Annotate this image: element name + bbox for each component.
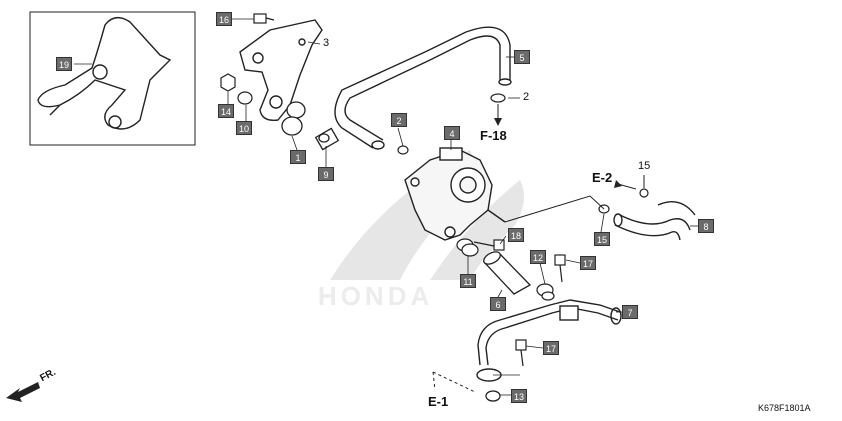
ref-e1: E-1 xyxy=(428,394,449,409)
callout-16: 16 xyxy=(216,12,233,26)
hose-5 xyxy=(334,26,512,150)
svg-text:HONDA: HONDA xyxy=(318,281,433,311)
collar-9 xyxy=(314,127,340,151)
callout-8: 8 xyxy=(698,219,714,233)
callout-1: 1 xyxy=(290,150,306,164)
number-2: 2 xyxy=(523,91,530,103)
inset-frame xyxy=(29,11,196,146)
callout-10: 10 xyxy=(236,121,253,135)
callout-12: 12 xyxy=(530,250,547,264)
bolt-16 xyxy=(253,13,275,24)
e2-arrowhead xyxy=(614,180,622,188)
pipe-7 xyxy=(476,299,622,382)
bracket-part xyxy=(239,19,323,121)
leader-lines xyxy=(74,18,698,396)
callout-15: 15 xyxy=(594,232,611,246)
clip-2-upper xyxy=(490,93,506,103)
front-arrow xyxy=(6,382,40,402)
o-ring-13 xyxy=(485,390,501,402)
air-injection-valve xyxy=(404,147,506,241)
f18-arrowhead xyxy=(494,118,502,126)
callout-9: 9 xyxy=(318,167,334,181)
ref-e2: E-2 xyxy=(592,170,613,185)
number-3: 3 xyxy=(323,37,330,49)
callout-14: 14 xyxy=(218,104,235,118)
callout-2-lower: 2 xyxy=(391,113,407,127)
clip-15-upper xyxy=(639,188,649,198)
callout-5: 5 xyxy=(514,50,530,64)
diagram-code: K678F1801A xyxy=(758,403,811,413)
grommet-1 xyxy=(281,101,306,136)
clamp-11 xyxy=(456,238,479,257)
callout-19: 19 xyxy=(56,57,73,71)
clamp-12 xyxy=(536,283,555,301)
bolt-18 xyxy=(473,239,505,251)
clip-2-lower xyxy=(397,145,409,155)
callout-6: 6 xyxy=(490,297,506,311)
callout-18: 18 xyxy=(508,228,525,242)
callout-17-upper: 17 xyxy=(580,256,597,270)
e2-arrow xyxy=(617,183,637,190)
nut-14 xyxy=(220,73,236,92)
ref-f18: F-18 xyxy=(480,128,507,143)
hose-8 xyxy=(613,201,696,241)
callout-4: 4 xyxy=(444,126,460,140)
e1-region xyxy=(432,371,476,393)
hose-6 xyxy=(482,251,532,295)
callout-13: 13 xyxy=(511,389,528,403)
bolt-17-lower xyxy=(515,339,527,367)
bolt-17-upper xyxy=(554,254,566,283)
callout-7: 7 xyxy=(622,305,638,319)
inset-bracket xyxy=(37,17,172,130)
connection-line xyxy=(504,195,605,223)
washer-10 xyxy=(237,91,253,105)
callout-17-lower: 17 xyxy=(543,341,560,355)
callout-11: 11 xyxy=(460,274,476,288)
number-15: 15 xyxy=(638,160,651,172)
